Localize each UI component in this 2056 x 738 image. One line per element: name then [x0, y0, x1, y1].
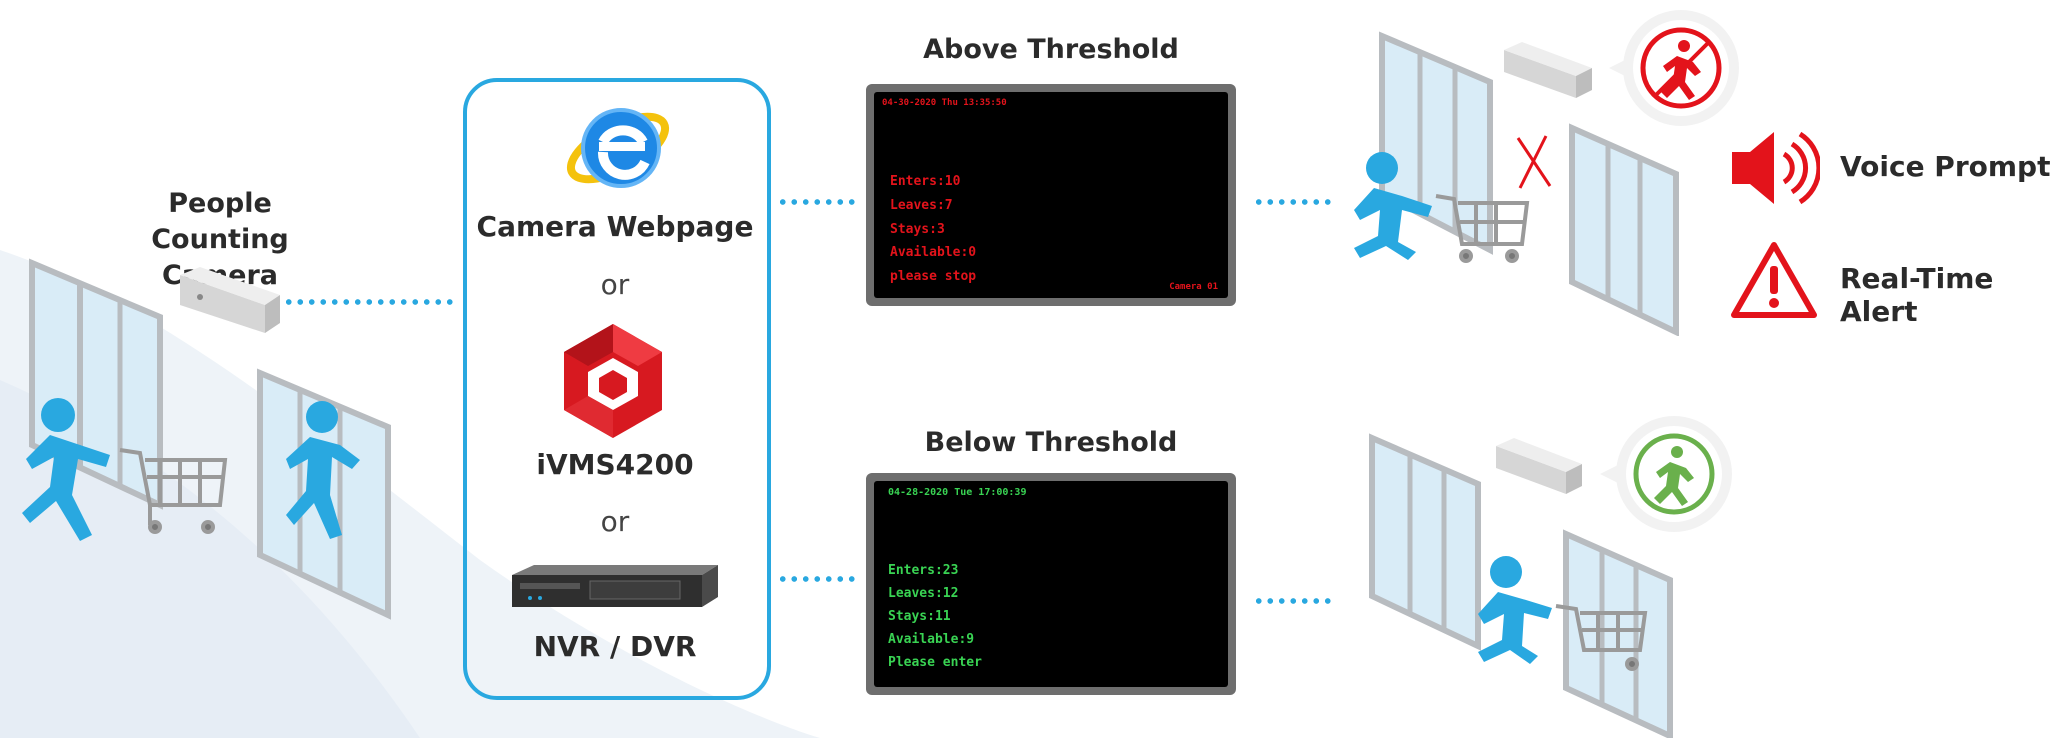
camera-label-line1: People Counting	[151, 188, 289, 255]
or-text-2: or	[600, 505, 630, 538]
below-monitor: 04-28-2020 Tue 17:00:39 Enters:23 Leaves…	[866, 473, 1236, 695]
below-timestamp: 04-28-2020 Tue 17:00:39	[888, 487, 1027, 498]
shopping-cart-icon	[119, 448, 228, 534]
door-left-icon	[29, 258, 163, 510]
door-left-icon	[1369, 433, 1481, 651]
door-left-icon	[1379, 31, 1493, 255]
above-line-3: Stays:3	[890, 222, 945, 237]
realtime-alert-label: Real-Time Alert	[1840, 262, 1994, 328]
above-title: Above Threshold	[923, 34, 1179, 65]
above-line-5: please stop	[890, 269, 977, 284]
voice-prompt-label: Voice Prompt	[1840, 150, 2051, 183]
below-line-1: Enters:23	[888, 563, 959, 578]
person-walking-icon	[22, 398, 110, 541]
entrance-scene-enter	[1369, 433, 1673, 738]
above-timestamp: 04-30-2020 Thu 13:35:50	[882, 98, 1007, 108]
below-line-4: Available:9	[888, 632, 975, 647]
connector-software-to-above	[777, 199, 857, 205]
above-monitor: 04-30-2020 Thu 13:35:50 Enters:10 Leaves…	[866, 84, 1236, 306]
person-walking-icon	[1478, 556, 1552, 664]
entrance-scene-stop	[1354, 31, 1679, 336]
ivms-label: iVMS4200	[536, 448, 694, 481]
enter-badge-icon	[1600, 416, 1732, 532]
entrance-scene-left	[22, 258, 391, 620]
above-line-2: Leaves:7	[890, 198, 953, 213]
shopping-cart-icon	[1555, 604, 1648, 671]
above-line-1: Enters:10	[890, 174, 961, 189]
connector-above-to-scene	[1253, 199, 1333, 205]
connector-software-to-below	[777, 576, 857, 582]
camera-device-icon	[180, 267, 280, 333]
below-line-5: Please enter	[888, 655, 982, 670]
below-screen: 04-28-2020 Tue 17:00:39 Enters:23 Leaves…	[874, 481, 1228, 687]
connector-camera-to-software	[283, 299, 453, 305]
person-walking-icon	[1354, 152, 1432, 260]
above-screen: 04-30-2020 Thu 13:35:50 Enters:10 Leaves…	[874, 92, 1228, 298]
door-right-icon	[1569, 123, 1679, 336]
webpage-label: Camera Webpage	[476, 210, 754, 243]
or-text-1: or	[600, 268, 630, 301]
below-line-3: Stays:11	[888, 609, 951, 624]
above-line-4: Available:0	[890, 245, 977, 260]
camera-device-icon	[1496, 438, 1582, 494]
internet-explorer-icon	[566, 108, 670, 188]
no-entry-badge-icon	[1609, 10, 1739, 126]
shopping-cart-icon	[1435, 194, 1530, 263]
nvr-label: NVR / DVR	[533, 630, 697, 663]
software-panel	[463, 78, 771, 700]
nvr-device-icon	[512, 565, 718, 607]
warning-triangle-icon	[1731, 242, 1817, 318]
ivms-logo-icon	[564, 324, 662, 438]
below-line-2: Leaves:12	[888, 586, 959, 601]
stop-cross-icon	[1516, 135, 1552, 189]
camera-device-icon	[1504, 42, 1592, 98]
speaker-icon	[1732, 131, 1820, 205]
below-title: Below Threshold	[924, 427, 1178, 458]
connector-below-to-scene	[1253, 598, 1333, 604]
above-camera-corner: Camera 01	[1169, 282, 1218, 292]
person-walking-2-icon	[286, 401, 360, 539]
